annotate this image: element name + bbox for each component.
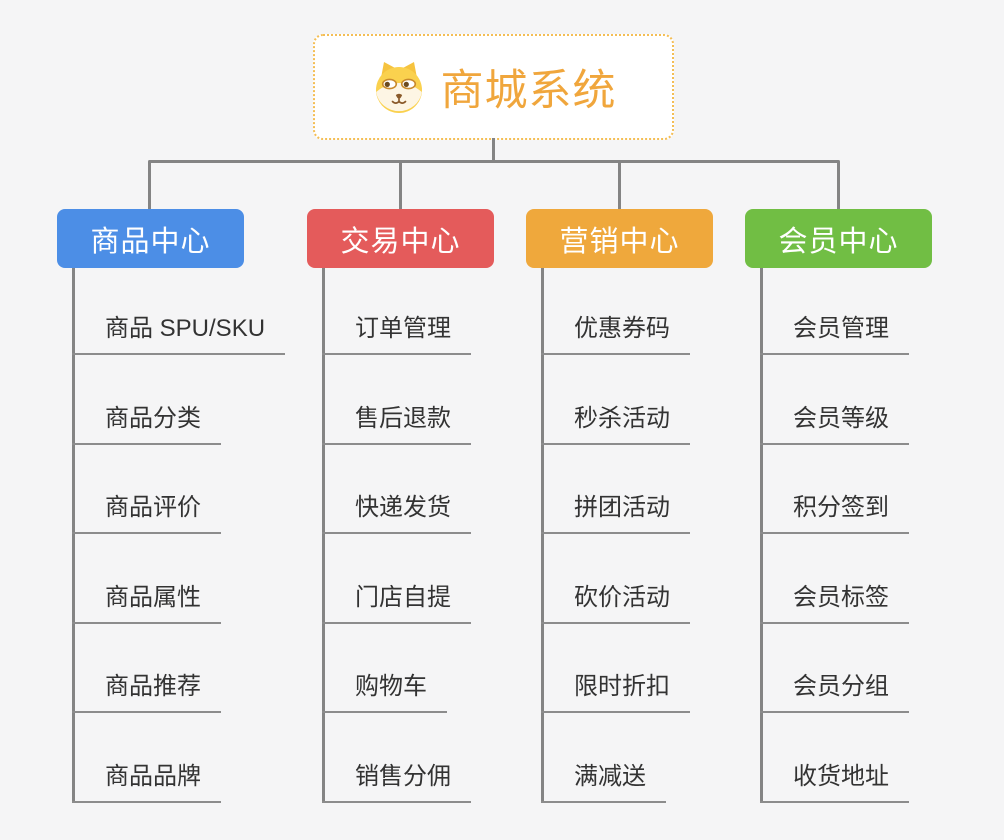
topic-item[interactable]: 会员管理 (760, 313, 909, 355)
topic-item[interactable]: 满减送 (541, 761, 666, 803)
shiba-dog-face-icon (371, 59, 427, 115)
branch-node-member-center[interactable]: 会员中心 (745, 209, 932, 268)
branch-node-product-center[interactable]: 商品中心 (57, 209, 244, 268)
topic-item[interactable]: 会员标签 (760, 582, 909, 624)
topic-item[interactable]: 快递发货 (322, 492, 471, 534)
connector-stub-4 (837, 162, 840, 210)
connector-stub-1 (148, 162, 151, 210)
connector-column-line (541, 268, 544, 803)
topic-item[interactable]: 订单管理 (322, 313, 471, 355)
topic-item[interactable]: 商品分类 (72, 403, 221, 445)
connector-column-line (72, 268, 75, 803)
topic-item[interactable]: 商品 SPU/SKU (72, 313, 286, 355)
branch-node-marketing-center[interactable]: 营销中心 (526, 209, 713, 268)
connector-column-line (322, 268, 325, 803)
topic-item[interactable]: 拼团活动 (541, 492, 690, 534)
root-title: 商城系统 (440, 67, 617, 115)
topic-item[interactable]: 商品推荐 (72, 671, 221, 713)
root-node[interactable]: 商城系统 (313, 34, 674, 140)
branch-column-marketing-center: 优惠券码 秒杀活动 拼团活动 砍价活动 限时折扣 满减送 (526, 0, 786, 840)
connector-stub-2 (399, 162, 402, 210)
topic-item[interactable]: 门店自提 (322, 582, 471, 624)
topic-item[interactable]: 优惠券码 (541, 313, 690, 355)
branch-column-trade-center: 订单管理 售后退款 快递发货 门店自提 购物车 销售分佣 (307, 0, 567, 840)
topic-item[interactable]: 商品属性 (72, 582, 221, 624)
topic-item[interactable]: 购物车 (322, 671, 447, 713)
connector-column-line (760, 268, 763, 803)
topic-item[interactable]: 秒杀活动 (541, 403, 690, 445)
topic-item[interactable]: 会员等级 (760, 403, 909, 445)
connector-stub-3 (618, 162, 621, 210)
connector-bus (148, 160, 840, 163)
topic-item[interactable]: 会员分组 (760, 671, 909, 713)
topic-item[interactable]: 商品品牌 (72, 761, 221, 803)
branch-node-trade-center[interactable]: 交易中心 (307, 209, 494, 268)
topic-item[interactable]: 商品评价 (72, 492, 221, 534)
connector-root-stub (492, 138, 495, 162)
topic-item[interactable]: 销售分佣 (322, 761, 471, 803)
branch-column-product-center: 商品 SPU/SKU 商品分类 商品评价 商品属性 商品推荐 商品品牌 (57, 0, 317, 840)
topic-item[interactable]: 限时折扣 (541, 671, 690, 713)
topic-item[interactable]: 砍价活动 (541, 582, 690, 624)
topic-item[interactable]: 积分签到 (760, 492, 909, 534)
topic-item[interactable]: 售后退款 (322, 403, 471, 445)
topic-item[interactable]: 收货地址 (760, 761, 909, 803)
branch-column-member-center: 会员管理 会员等级 积分签到 会员标签 会员分组 收货地址 (745, 0, 1004, 840)
